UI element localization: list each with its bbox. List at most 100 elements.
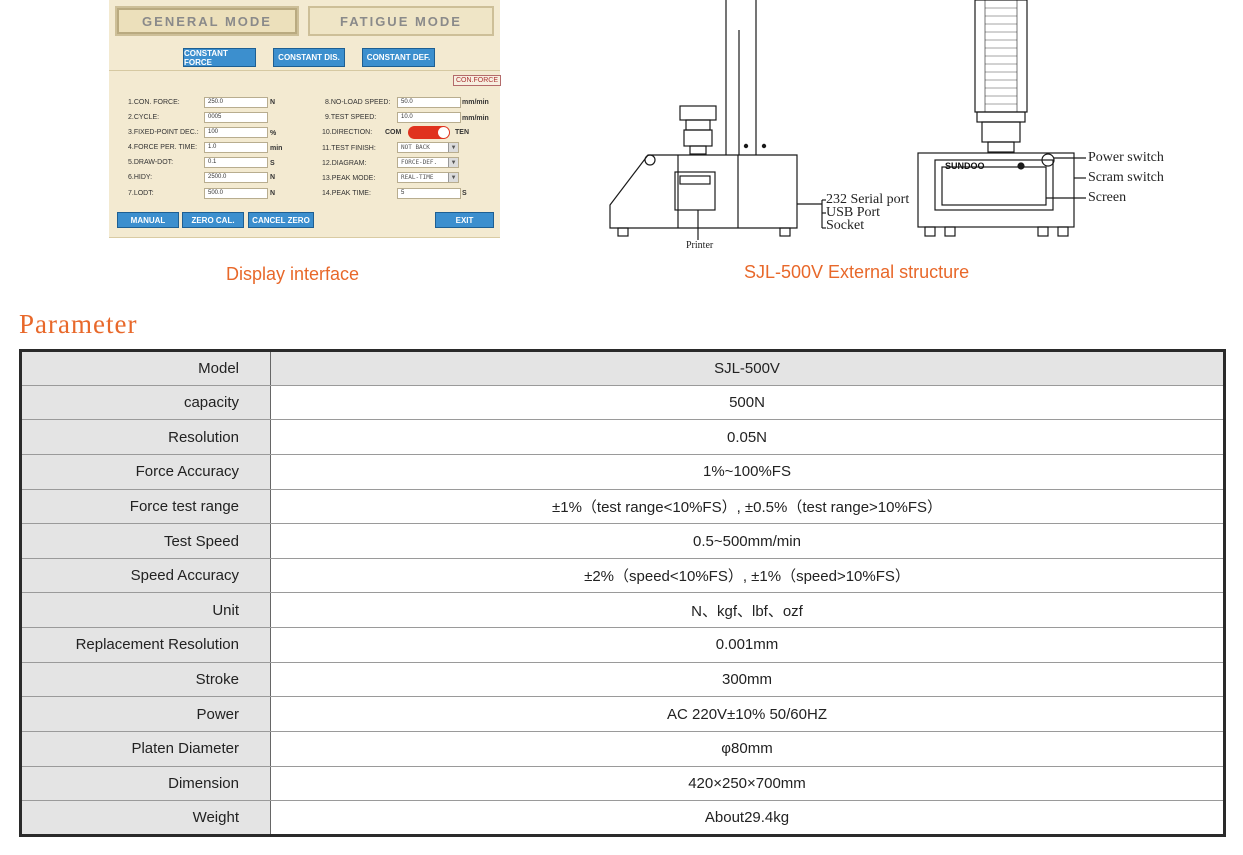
table-row: Speed Accuracy±2%（speed<10%FS）, ±1%（spee… bbox=[20, 557, 1225, 594]
param-value: φ80mm bbox=[270, 731, 1225, 767]
fatigue-mode-button[interactable]: FATIGUE MODE bbox=[308, 6, 494, 36]
field-label: 14.PEAK TIME: bbox=[322, 190, 371, 197]
param-key: Weight bbox=[20, 800, 271, 836]
field-label: 9.TEST SPEED: bbox=[325, 114, 377, 121]
param-key: capacity bbox=[20, 384, 271, 421]
con-force-input[interactable]: 250.0 bbox=[204, 97, 268, 108]
param-value: ±1%（test range<10%FS）, ±0.5%（test range>… bbox=[270, 488, 1225, 525]
select-value: FORCE-DEF. bbox=[401, 159, 438, 166]
constant-def-button[interactable]: CONSTANT DEF. bbox=[362, 48, 435, 67]
zero-cal-button[interactable]: ZERO CAL. bbox=[182, 212, 244, 228]
cycle-input[interactable]: 0005 bbox=[204, 112, 268, 123]
param-key: Test Speed bbox=[20, 523, 271, 559]
field-label: 3.FIXED-POINT DEC.: bbox=[128, 129, 199, 136]
usb-port-label: USB Port bbox=[826, 205, 881, 220]
screen-label: Screen bbox=[1088, 190, 1127, 205]
field-label: 1.CON. FORCE: bbox=[128, 99, 180, 106]
param-value: 500N bbox=[270, 384, 1225, 421]
scram-switch-label: Scram switch bbox=[1088, 170, 1164, 185]
param-key: Force Accuracy bbox=[20, 453, 271, 490]
force-per-time-input[interactable]: 1.0 bbox=[204, 142, 268, 153]
machine-diagram: SUNDOO 232 Serial port USB Port Socket P… bbox=[600, 0, 1200, 260]
param-value: 0.001mm bbox=[270, 627, 1225, 663]
general-mode-button[interactable]: GENERAL MODE bbox=[115, 6, 299, 36]
field-unit: mm/min bbox=[462, 115, 489, 122]
field-unit: N bbox=[270, 99, 276, 106]
peak-mode-select[interactable]: REAL-TIME▼ bbox=[397, 172, 459, 183]
no-load-speed-input[interactable]: 50.0 bbox=[397, 97, 461, 108]
param-key: Dimension bbox=[20, 765, 271, 802]
serial-port-label: 232 Serial port bbox=[826, 192, 910, 207]
field-label: 11.TEST FINISH: bbox=[322, 145, 376, 152]
constant-dis-button[interactable]: CONSTANT DIS. bbox=[273, 48, 345, 67]
exit-button[interactable]: EXIT bbox=[435, 212, 494, 228]
brand-logo: SUNDOO bbox=[945, 161, 985, 171]
field-unit: N bbox=[270, 190, 276, 197]
param-key: Force test range bbox=[20, 488, 271, 525]
socket-label: Socket bbox=[826, 218, 865, 233]
constant-force-button[interactable]: CONSTANT FORCE bbox=[183, 48, 256, 67]
external-structure-caption: SJL-500V External structure bbox=[744, 262, 970, 282]
param-value: AC 220V±10% 50/60HZ bbox=[270, 696, 1225, 733]
field-label: 7.LODT: bbox=[128, 190, 154, 197]
field-unit: % bbox=[270, 130, 277, 137]
param-key: Unit bbox=[20, 592, 271, 629]
field-label: 4.FORCE PER. TIME: bbox=[128, 144, 198, 151]
select-value: REAL-TIME bbox=[401, 174, 434, 181]
param-key: Platen Diameter bbox=[20, 731, 271, 767]
param-value: 300mm bbox=[270, 661, 1225, 698]
field-label: 8.NO-LOAD SPEED: bbox=[325, 99, 391, 106]
direction-toggle[interactable] bbox=[408, 126, 450, 139]
fixed-point-dec-input[interactable]: 100 bbox=[204, 127, 268, 138]
mode-tag: CON.FORCE bbox=[453, 75, 501, 86]
diagram-select[interactable]: FORCE-DEF. ▼ bbox=[397, 157, 459, 168]
field-unit: N bbox=[270, 174, 276, 181]
param-value: 0.05N bbox=[270, 419, 1225, 455]
field-unit: S bbox=[270, 160, 275, 167]
printer-label: Printer bbox=[686, 240, 714, 251]
manual-button[interactable]: MANUAL bbox=[117, 212, 179, 228]
field-label: 10.DIRECTION: bbox=[322, 129, 373, 136]
param-value: SJL-500V bbox=[270, 350, 1225, 386]
direction-com-label: COM bbox=[385, 129, 402, 136]
param-key: Stroke bbox=[20, 661, 271, 698]
cancel-zero-button[interactable]: CANCEL ZERO bbox=[248, 212, 314, 228]
display-interface-panel: GENERAL MODE FATIGUE MODE CONSTANT FORCE… bbox=[109, 0, 501, 238]
lodt-input[interactable]: 500.0 bbox=[204, 188, 268, 199]
param-value: N、kgf、lbf、ozf bbox=[270, 592, 1225, 629]
test-finish-select[interactable]: NOT BACK▼ bbox=[397, 142, 459, 153]
display-interface-caption: Display interface bbox=[226, 264, 360, 284]
param-value: About29.4kg bbox=[270, 800, 1225, 836]
dropdown-arrow-icon: ▼ bbox=[448, 158, 458, 167]
hidy-input[interactable]: 2500.0 bbox=[204, 172, 268, 183]
param-value: ±2%（speed<10%FS）, ±1%（speed>10%FS） bbox=[270, 557, 1225, 594]
param-key: Replacement Resolution bbox=[20, 627, 271, 663]
field-label: 12.DIAGRAM: bbox=[322, 160, 367, 167]
field-label: 5.DRAW-DOT: bbox=[128, 159, 174, 166]
power-switch-label: Power switch bbox=[1088, 150, 1164, 165]
peak-time-input[interactable]: 5 bbox=[397, 188, 461, 199]
panel-divider bbox=[109, 70, 500, 71]
param-key: Model bbox=[20, 350, 271, 386]
param-key: Speed Accuracy bbox=[20, 557, 271, 594]
machine-drawing bbox=[609, 0, 1086, 240]
param-value: 1%~100%FS bbox=[270, 453, 1225, 490]
table-row: Force test range±1%（test range<10%FS）, ±… bbox=[20, 488, 1225, 525]
param-value: 0.5~500mm/min bbox=[270, 523, 1225, 559]
dropdown-arrow-icon: ▼ bbox=[448, 143, 458, 152]
draw-dot-input[interactable]: 0.1 bbox=[204, 157, 268, 168]
field-unit: min bbox=[270, 145, 283, 152]
test-speed-input[interactable]: 10.0 bbox=[397, 112, 461, 123]
param-key: Power bbox=[20, 696, 271, 733]
